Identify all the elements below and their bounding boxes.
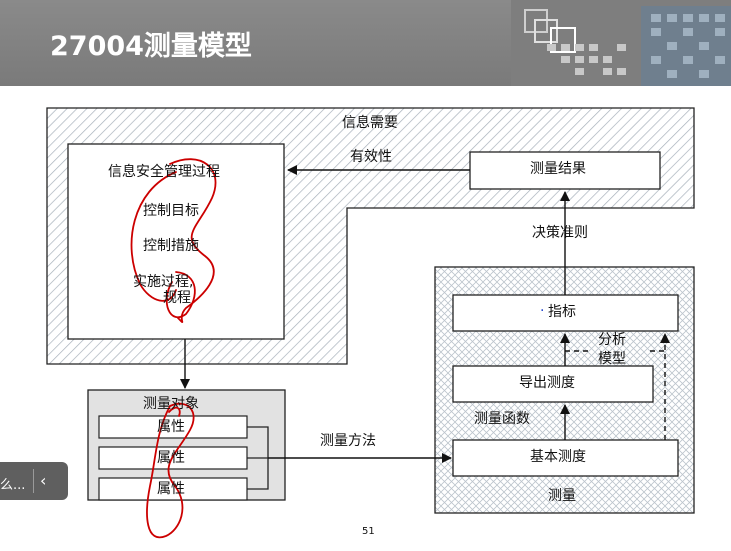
effectiveness-label: 有效性 <box>350 149 392 165</box>
attribute-label-3: 属性 <box>157 481 185 497</box>
attribute-label-1: 属性 <box>157 419 185 435</box>
slide-title: 27004测量模型 <box>50 31 252 62</box>
measurement-function-label: 测量函数 <box>474 411 530 427</box>
derived-measure-box <box>452 365 654 403</box>
measurement-model-diagram: 信息需要 有效性 测量结果 决策准则 · 指标 分析 模型 导出测度 测量函数 … <box>0 86 731 551</box>
control-measures-label: 控制措施 <box>143 238 199 254</box>
measurement-method-label: 测量方法 <box>320 433 376 449</box>
indicator-dot: · <box>540 303 545 319</box>
slide-nav-pill: 么... ‹ <box>0 462 68 500</box>
analysis-model-label-line2: 模型 <box>598 351 626 367</box>
decision-criteria-label: 决策准则 <box>532 225 588 241</box>
base-measure-box <box>452 439 679 477</box>
info-needs-label: 信息需要 <box>342 115 398 131</box>
handwritten-annotation <box>130 158 217 539</box>
implementation-label-line1: 实施过程, <box>133 274 194 290</box>
base-measure-label: 基本测度 <box>530 449 586 465</box>
isms-process-label: 信息安全管理过程 <box>108 164 220 180</box>
analysis-model-label-line1: 分析 <box>598 332 626 348</box>
measurement-result-label: 测量结果 <box>530 161 586 177</box>
nav-text: 么... <box>0 478 26 493</box>
chevron-left-icon[interactable]: ‹ <box>40 471 47 490</box>
isms-process-box <box>67 143 285 340</box>
measurement-result-box <box>469 151 661 190</box>
header-decoration <box>511 0 731 86</box>
implementation-label-line2: 规程 <box>163 290 191 306</box>
attribute-label-2: 属性 <box>157 450 185 466</box>
indicator-label: 指标 <box>548 304 576 320</box>
derived-measure-label: 导出测度 <box>519 375 575 391</box>
control-objectives-label: 控制目标 <box>143 203 199 219</box>
nav-separator <box>33 469 34 493</box>
page-number: 51 <box>362 526 375 537</box>
slide-header: 27004测量模型 <box>0 0 731 86</box>
measurement-area-label: 测量 <box>548 488 576 504</box>
object-label: 测量对象 <box>143 396 199 412</box>
